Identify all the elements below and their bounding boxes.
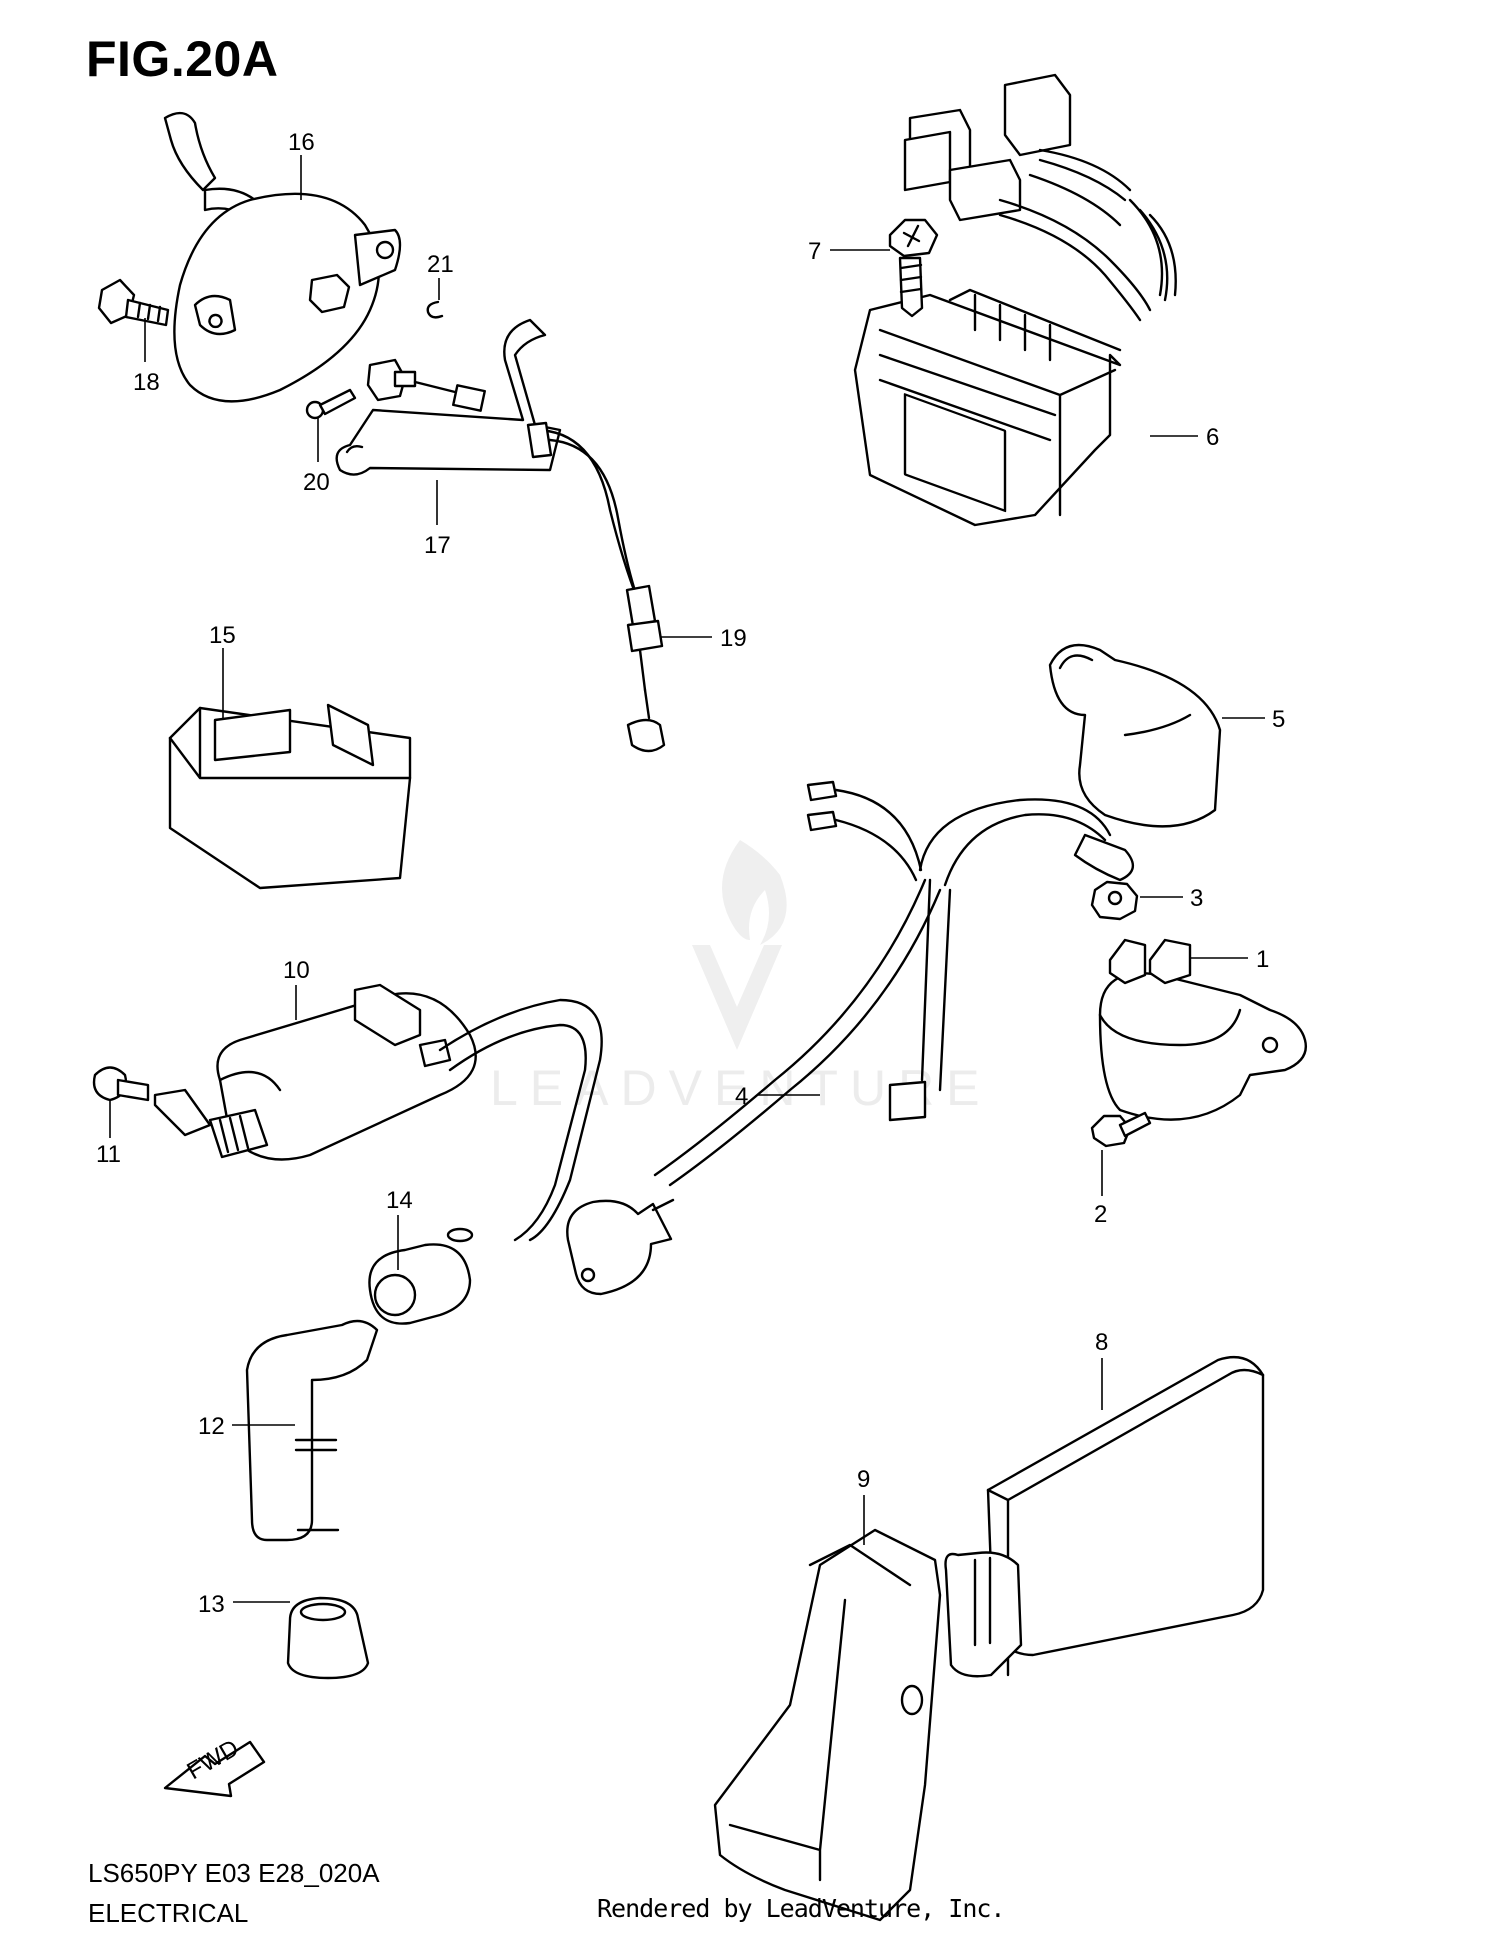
callout-6: 6 xyxy=(1206,424,1219,451)
callout-20: 20 xyxy=(303,469,330,496)
part-12-plug-cap xyxy=(245,1319,379,1542)
callout-5: 5 xyxy=(1272,706,1285,733)
section-name: ELECTRICAL xyxy=(88,1898,249,1928)
part-17-bracket xyxy=(335,318,562,476)
callout-1: 1 xyxy=(1256,946,1269,973)
leader-lines xyxy=(109,155,1265,1603)
callout-4: 4 xyxy=(735,1083,748,1110)
part-21-clip xyxy=(426,300,444,319)
callout-14: 14 xyxy=(386,1187,413,1214)
part-9-bracket xyxy=(713,1528,942,1922)
callout-8: 8 xyxy=(1095,1329,1108,1356)
callout-11: 11 xyxy=(96,1141,121,1168)
part-19-switch xyxy=(452,384,666,753)
callout-10: 10 xyxy=(283,957,310,984)
callout-3: 3 xyxy=(1190,885,1203,912)
rendered-by: Rendered by LeadVenture, Inc. xyxy=(597,1894,1005,1923)
part-3-nut xyxy=(1090,880,1139,921)
callout-18: 18 xyxy=(133,369,160,396)
callout-15: 15 xyxy=(209,622,236,649)
part-8-control-unit xyxy=(944,1355,1265,1678)
part-2-bolt xyxy=(1090,1111,1152,1148)
callout-19: 19 xyxy=(720,625,747,652)
part-7-screw xyxy=(888,218,939,318)
figure-title: FIG.20A xyxy=(86,31,279,87)
leadventure-watermark: LEADVENTURE xyxy=(490,840,980,1116)
callout-17: 17 xyxy=(424,532,451,559)
part-1-starter-relay xyxy=(1098,938,1307,1121)
part-20-pin xyxy=(305,388,357,420)
callout-9: 9 xyxy=(857,1466,870,1493)
part-5-boot-cap xyxy=(1048,643,1222,828)
callout-13: 13 xyxy=(198,1591,225,1618)
callout-21: 21 xyxy=(427,251,454,278)
callout-12: 12 xyxy=(198,1413,225,1440)
part-18-bolt xyxy=(97,278,170,327)
part-10-ignition-coil xyxy=(153,983,603,1243)
model-code: LS650PY E03 E28_020A xyxy=(88,1858,380,1888)
part-11-screw xyxy=(92,1066,150,1102)
callout-2: 2 xyxy=(1094,1201,1107,1228)
part-15-relay xyxy=(168,703,412,890)
callout-7: 7 xyxy=(808,238,821,265)
part-4-harness xyxy=(566,780,1134,1296)
part-6-regulator xyxy=(853,73,1177,527)
part-13-cap xyxy=(286,1596,370,1680)
callout-labels: 16 18 21 20 17 19 15 7 6 5 3 1 4 2 10 11… xyxy=(96,129,1285,1618)
callout-16: 16 xyxy=(288,129,315,156)
part-14-seal xyxy=(368,1243,472,1325)
fwd-arrow: FWD xyxy=(163,1734,266,1798)
part-16-sensor xyxy=(163,111,402,403)
